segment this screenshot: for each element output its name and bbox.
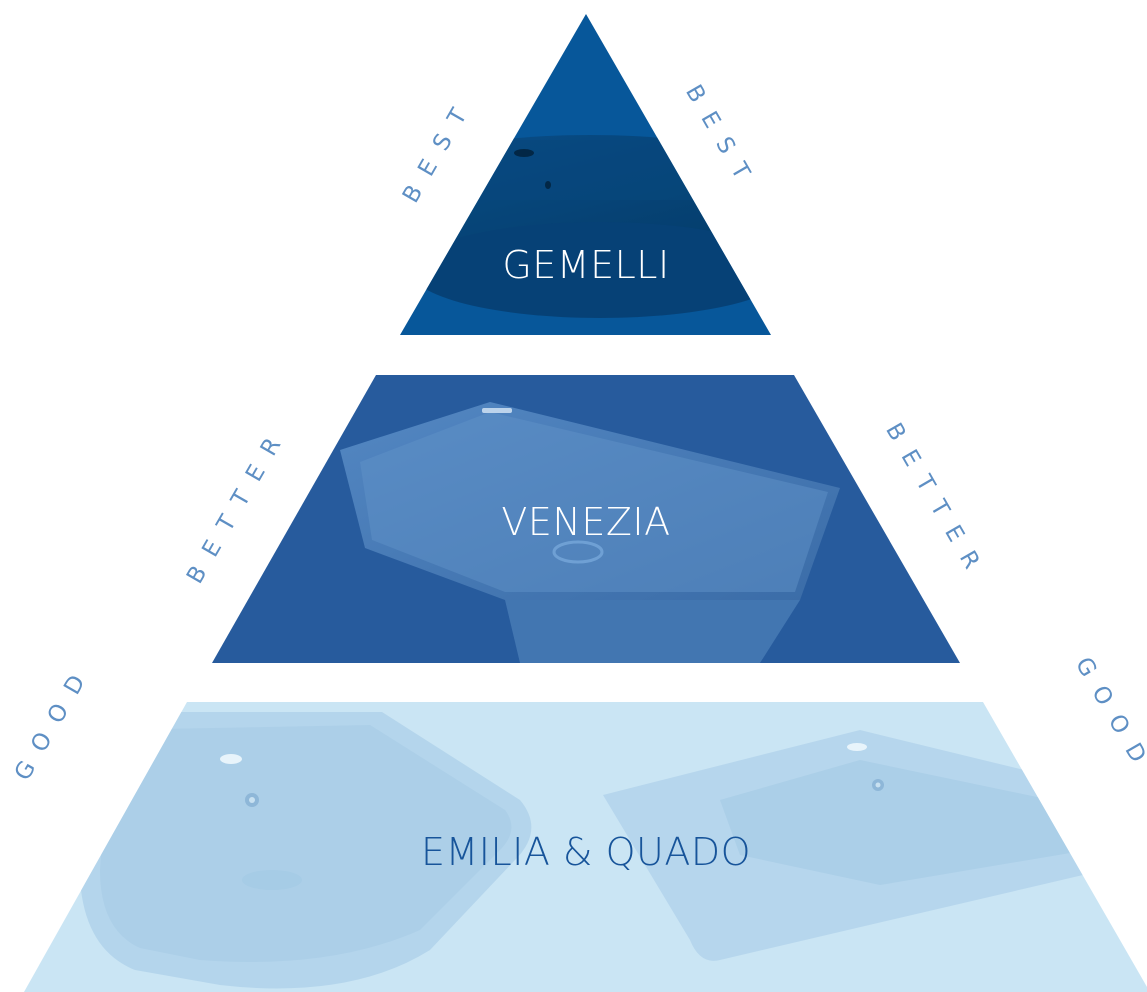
square-vessel-sink-photo (340, 402, 840, 663)
tier-better: VENEZIA (212, 375, 960, 663)
tier-good: EMILIA & QUADO (24, 702, 1147, 992)
tier-good-label: EMILIA & QUADO (421, 830, 751, 874)
best-right-label: BEST (680, 80, 762, 196)
wall-hung-basins-photo (80, 712, 1147, 989)
good-right-label: GOOD (1070, 653, 1147, 780)
best-left-label: BEST (398, 91, 480, 207)
tier-best-label: GEMELLI (502, 243, 669, 287)
good-left-label: GOOD (10, 658, 98, 785)
tier-better-label: VENEZIA (501, 500, 670, 544)
